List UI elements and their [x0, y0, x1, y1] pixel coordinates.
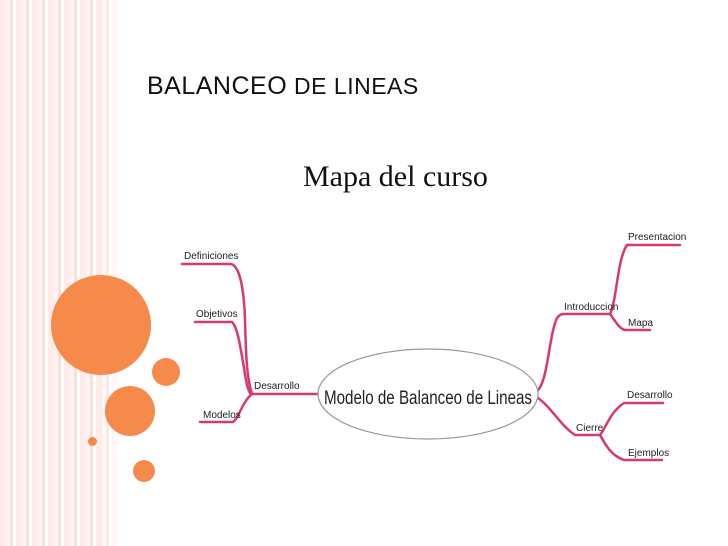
node-label-desarrollo-right: Desarrollo [627, 390, 673, 401]
connector-presentacion [610, 245, 680, 314]
connector-objetivos [195, 322, 252, 394]
node-label-cierre: Cierre [576, 423, 604, 434]
connector-definiciones [182, 264, 252, 394]
connector-desarrollo-right [600, 403, 663, 435]
node-label-definiciones: Definiciones [184, 251, 238, 262]
central-topic-label: Modelo de Balanceo de Lineas [324, 388, 532, 409]
node-label-ejemplos: Ejemplos [628, 448, 669, 459]
node-label-introduccion: Introduccion [564, 302, 618, 313]
connector-introduccion [538, 314, 610, 390]
node-label-presentacion: Presentacion [628, 232, 686, 243]
node-label-desarrollo-left: Desarrollo [254, 381, 300, 392]
node-label-objetivos: Objetivos [196, 309, 238, 320]
node-label-mapa: Mapa [628, 318, 653, 329]
node-label-modelos: Modelos [203, 410, 241, 421]
